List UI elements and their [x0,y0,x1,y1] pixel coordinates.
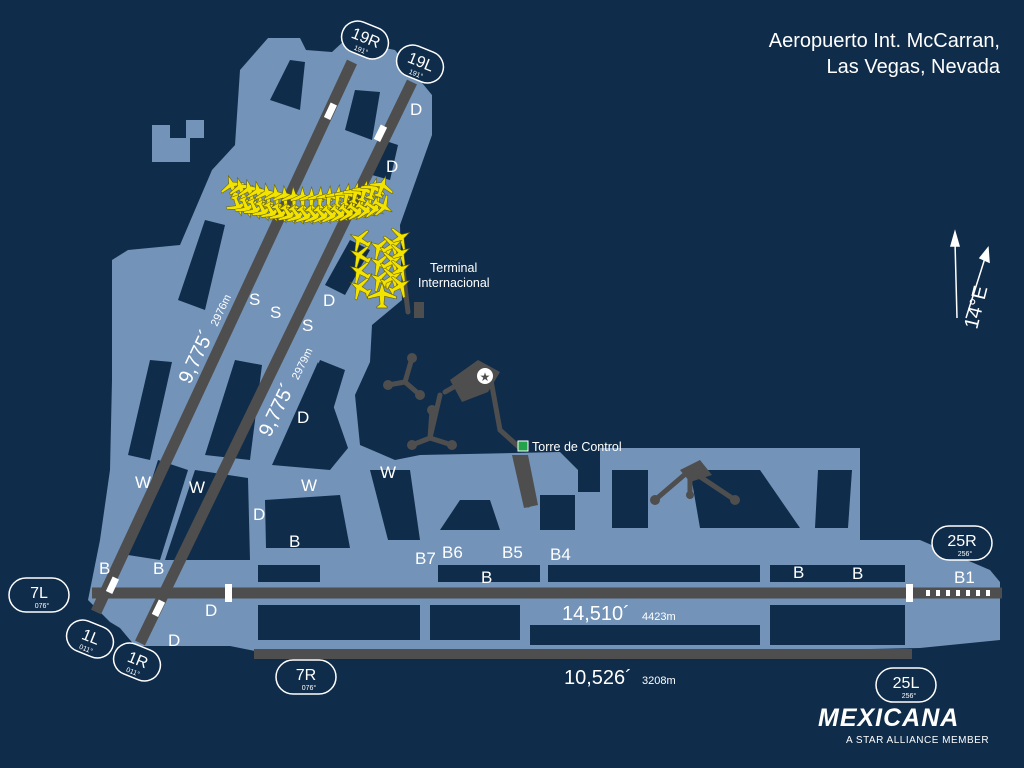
compass [950,229,990,319]
taxiway-label: B [289,532,300,551]
brand-tagline: A STAR ALLIANCE MEMBER [846,735,990,746]
brand-wordmark: MEXICANA [818,704,960,732]
runway-thresholds [105,102,990,617]
runway-length-m: 3208m [642,675,676,687]
runway-label: 25R [947,533,976,550]
control-tower-icon [517,440,529,452]
taxiway-label: D [253,505,265,524]
taxiway-label: B6 [442,543,463,562]
runway-length-m: 4423m [642,611,676,623]
taxiway-label: W [189,478,205,497]
taxiway-labels: D D D S S S D W W W W D B B B D D B7 B6 … [99,100,975,650]
runway-label: 1R [125,649,150,672]
taxiway-label: W [380,463,396,482]
taxiway-label: S [270,303,281,322]
svg-text:★: ★ [480,370,491,384]
runway-length-ft: 14,510´ [562,603,630,625]
taxiway-label: D [386,157,398,176]
runway-badges [8,20,993,703]
taxiway-label: B1 [954,568,975,587]
runway-label: 1L [79,626,102,648]
taxiway-label: B [99,559,110,578]
taxiway-label: D [168,631,180,650]
taxiway-label: S [302,316,313,335]
terminal-label: Internacional [418,276,490,290]
runway-19R-1L [91,59,357,615]
taxiway-label: B [793,563,804,582]
taxiway-label: D [297,408,309,427]
taxiway-label: B [481,568,492,587]
runway-19L-1R [135,79,417,646]
taxiway-label: B [852,564,863,583]
taxiway-label: B5 [502,543,523,562]
magnetic-variation-label: 14°E [961,284,993,332]
runway-label: 7R [296,667,316,684]
title-line-1: Aeropuerto Int. McCarran, [768,30,1000,52]
runway-heading: 256° [902,692,917,700]
runway-heading: 076° [35,602,50,610]
taxiway-label: W [135,473,151,492]
taxiway-label: D [323,291,335,310]
runway-heading: 076° [302,684,317,692]
runway-label: 25L [893,675,920,692]
taxiway-label: B7 [415,549,436,568]
building-labels: Terminal Internacional Torre de Control [418,261,622,454]
tower-marker-icon [477,368,493,384]
runway-label: 7L [30,585,48,602]
terminal-label: Terminal [430,261,477,275]
taxiway-label: W [301,476,317,495]
runway-length-ft: 10,526´ [564,667,632,689]
tower-label: Torre de Control [532,440,622,454]
taxiway-label: S [249,290,260,309]
runways [91,59,1002,659]
taxiway-label: D [410,100,422,119]
taxiway-label: B [153,559,164,578]
taxiway-label: B4 [550,545,571,564]
title-line-2: Las Vegas, Nevada [826,56,1000,78]
runway-heading: 256° [958,550,973,558]
mexicana-logo: MEXICANA A STAR ALLIANCE MEMBER [818,704,1018,746]
map-title: Aeropuerto Int. McCarran, Las Vegas, Nev… [769,28,1000,80]
taxiway-label: D [205,601,217,620]
